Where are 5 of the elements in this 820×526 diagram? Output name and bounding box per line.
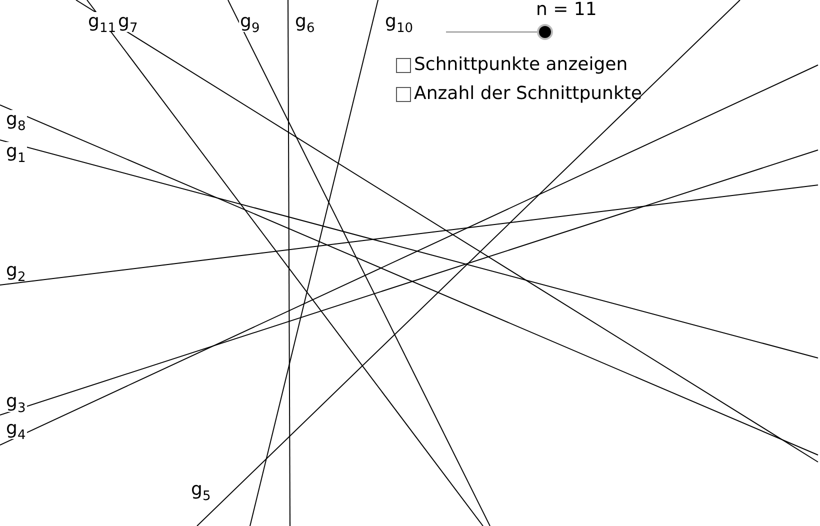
checkbox: Schnittpunkte anzeigen [396,54,628,76]
line-name-label: g$_{11}$ [87,12,117,32]
line-name-label: g$_{8}$ [5,110,27,130]
checkbox: Anzahl der Schnittpunkte [396,83,642,105]
line-name-label: g$_{1}$ [5,142,27,162]
